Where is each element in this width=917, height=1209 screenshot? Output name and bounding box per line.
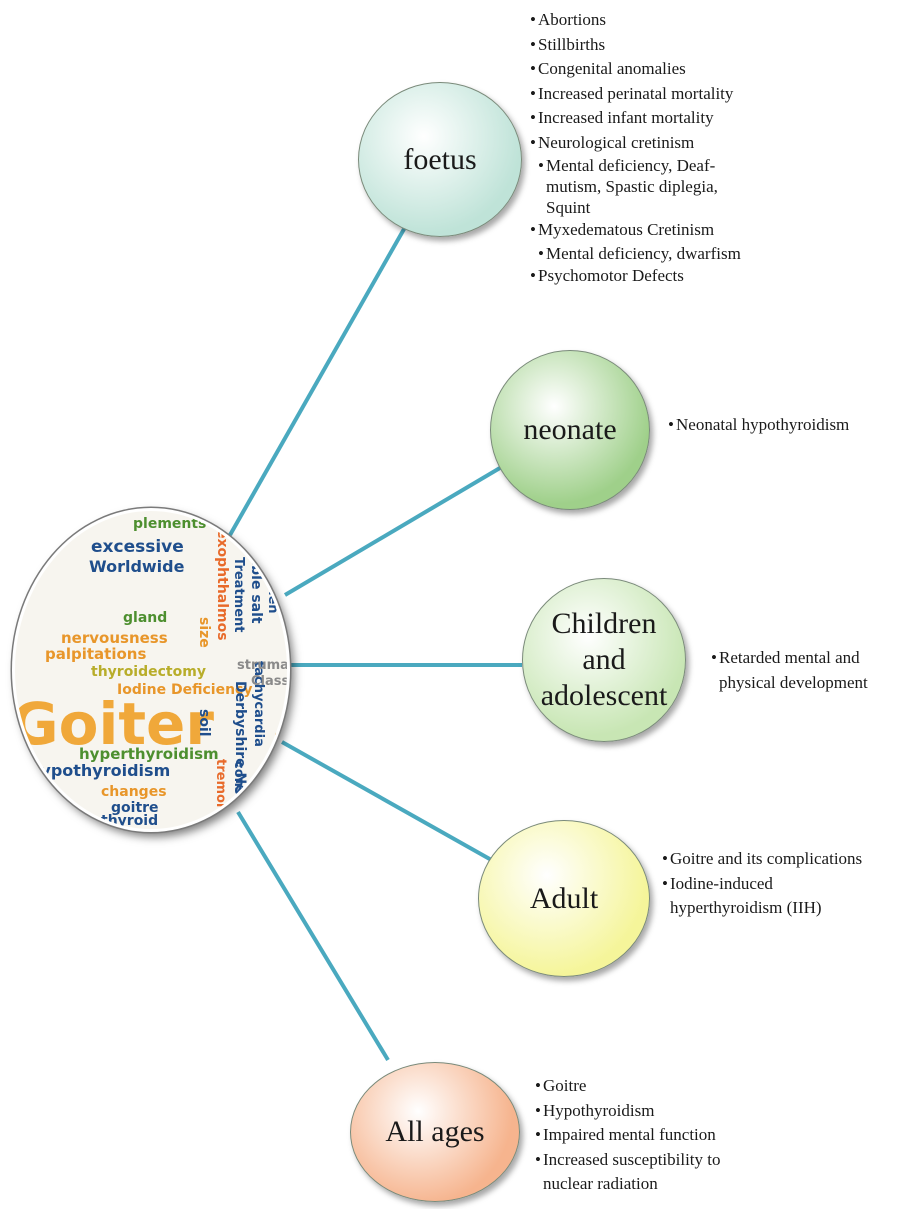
effect-item: Psychomotor Defects [530,264,830,289]
children-adolescent-label: Children and adolescent [540,607,668,712]
effect-item: Congenital anomalies [530,57,830,82]
effect-item: Impaired mental function [535,1123,795,1148]
effect-item: Neonatal hypothyroidism [668,413,913,438]
hub-word: argement [71,829,153,830]
connector-foetus [228,214,414,536]
effect-item: Abortions [530,8,830,33]
hub-word: Class [251,674,290,689]
foetus-effects-list: AbortionsStillbirthsCongenital anomalies… [530,8,830,288]
hub-word: Worldwide [89,557,185,576]
hub-word: nervousness [61,629,168,647]
hub-word: thyroidectomy [91,664,206,680]
hub-word: tremor [213,759,228,810]
hub-word: constipation [231,761,246,832]
hub-word: soil [196,709,212,737]
hub-word: Treatment [231,557,246,633]
adult-label: Adult [529,881,599,915]
hub-word: Goiter [12,690,214,758]
foetus-label: foetus [403,142,477,176]
effect-item: Retarded mental and physical development [711,646,911,695]
hub-word: table salt [248,549,264,624]
adult-effects-list: Goitre and its complicationsIodine-induc… [662,847,917,921]
all-ages-label: All ages [385,1115,485,1148]
effect-item: Goitre [535,1074,795,1099]
hub-word: plements [133,516,207,532]
goiter-word-cloud-image: plements excessive Worldwide gland nervo… [12,508,290,832]
effect-item: Increased susceptibility to nuclear radi… [535,1148,795,1197]
effect-item: Neurological cretinism [530,131,830,156]
hub-word: thyroid [101,813,159,829]
connector-adult [281,740,496,864]
effect-item: Mental deficiency, Deaf- mutism, Spastic… [538,155,830,218]
foetus-node: foetus [358,82,522,237]
children-adolescent-effects-list: Retarded mental and physical development [711,646,911,695]
hub-word: goitre [111,800,159,816]
neonate-effects-list: Neonatal hypothyroidism [668,413,913,438]
effect-item: Hypothyroidism [535,1099,795,1124]
effect-item: Increased infant mortality [530,106,830,131]
hub-word: hyperthyroidism [79,745,219,763]
hub-word: changes [101,784,167,800]
hub-word: size [196,617,212,648]
hub-word: gland [123,610,168,626]
neonate-label: neonate [523,413,617,446]
connector-all-ages [236,810,390,1062]
effect-item: Increased perinatal mortality [530,82,830,107]
adult-node: Adult [478,820,650,977]
hub-word: hypothyroidism [29,761,171,780]
hub-word: struma [237,658,289,673]
neonate-node: neonate [490,350,650,510]
hub-word: palpitations [45,645,147,663]
hub-word: women [265,561,280,614]
all-ages-effects-list: GoitreHypothyroidismImpaired mental func… [535,1074,795,1197]
all-ages-node: All ages [350,1062,520,1202]
effect-item: Iodine-induced hyperthyroidism (IIH) [662,872,917,921]
effect-item: Myxedematous Cretinism [530,218,830,243]
children-adolescent-node: Children and adolescent [522,578,686,742]
hub-word: excessive [91,537,184,557]
hub-word: cases [271,731,286,772]
hub-word: exophthalmos [214,529,230,641]
effect-item: Stillbirths [530,33,830,58]
connector-neonate [283,463,507,597]
hub-word: Iodine Deficiency [117,682,253,698]
effect-item: Mental deficiency, dwarfism [538,243,830,264]
effect-item: Goitre and its complications [662,847,917,872]
